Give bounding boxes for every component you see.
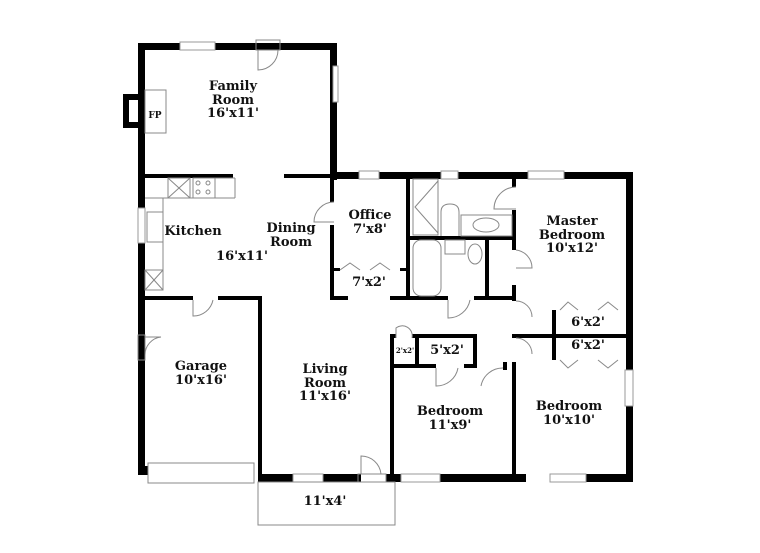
room-name: Room: [212, 92, 254, 108]
room-dims: 2'x2': [395, 346, 415, 355]
room-master-closet: 6'x2': [571, 316, 605, 330]
walls: [123, 43, 633, 482]
room-porch: 11'x4': [304, 495, 347, 509]
room-kitchen-dining-dims: 16'x11': [216, 250, 268, 264]
room-master-bedroom: Master Bedroom 10'x12': [539, 215, 605, 256]
room-bedroom-3: Bedroom 10'x10': [536, 400, 602, 427]
room-dims: 10'x10': [543, 412, 595, 428]
room-dims: 10'x16': [175, 372, 227, 388]
room-name: Bedroom: [538, 227, 606, 243]
room-kitchen: Kitchen: [164, 225, 221, 239]
room-name: Family: [208, 79, 258, 94]
room-office-closet: 7'x2': [352, 276, 386, 290]
room-linen-closet: 2'x2': [395, 346, 415, 355]
room-dims: 16'x11': [207, 106, 259, 122]
room-name: Dining: [266, 221, 316, 236]
room-bedroom2-closet: 5'x2': [430, 344, 464, 358]
room-name: Kitchen: [164, 224, 222, 239]
label-fireplace: FP: [148, 111, 162, 121]
room-dims: 11'x9': [428, 417, 472, 433]
room-garage: Garage 10'x16': [175, 360, 227, 387]
room-dims: 6'x2': [571, 338, 605, 353]
room-dims: 5'x2': [430, 343, 464, 358]
room-dims: 6'x2': [571, 315, 605, 330]
room-name: Room: [304, 375, 346, 391]
room-dims: 16'x11': [216, 249, 268, 264]
room-dims: 11'x4': [303, 494, 347, 509]
room-dining-room: Dining Room: [266, 222, 315, 249]
room-bedroom3-closet: 6'x2': [571, 339, 605, 353]
room-name: Living: [302, 362, 348, 377]
room-name: Room: [270, 234, 312, 250]
room-name: Garage: [174, 359, 228, 374]
fixtures: [144, 89, 513, 526]
doors: [137, 39, 619, 483]
room-living-room: Living Room 11'x16': [299, 363, 351, 404]
room-family-room: Family Room 16'x11': [207, 80, 259, 121]
room-name: Master: [546, 214, 598, 229]
windows: [137, 41, 634, 483]
room-name: Bedroom: [535, 399, 603, 414]
room-name: Office: [348, 208, 392, 223]
room-name: Bedroom: [416, 404, 484, 419]
room-dims: 7'x2': [352, 275, 386, 290]
room-dims: 10'x12': [546, 241, 598, 257]
room-dims: 7'x8': [353, 221, 387, 237]
room-office: Office 7'x8': [348, 209, 391, 236]
room-bedroom-2: Bedroom 11'x9': [417, 405, 483, 432]
room-dims: 11'x16': [299, 389, 351, 405]
